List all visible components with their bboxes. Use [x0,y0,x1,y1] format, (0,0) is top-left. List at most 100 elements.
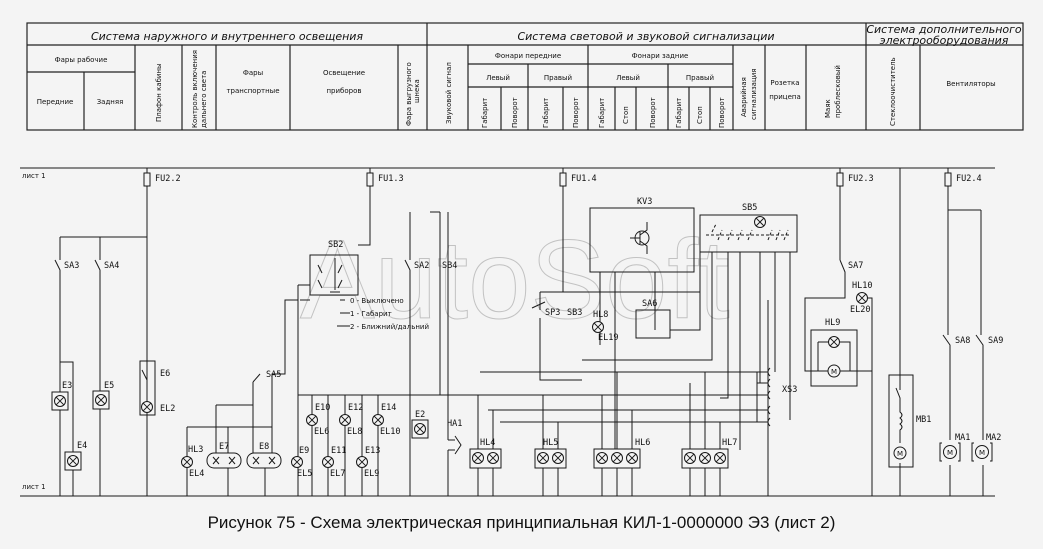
col-fl-turn: Поворот [511,97,519,128]
label-fu24: FU2.4 [956,174,982,184]
label-ma2: MA2 [986,433,1001,443]
label-fu22: FU2.2 [155,174,181,184]
label-fu14: FU1.4 [571,174,597,184]
col-auger-1: Фара выгрузного [405,62,413,126]
label-sa6: SA6 [642,299,657,309]
label-e2: E2 [415,410,425,420]
col-rear-lamps: Фонари задние [632,52,689,60]
label-hl5: HL5 [543,438,558,448]
switch-sa2-label: SA2 [414,261,429,271]
fuse-fu2-3: FU2.3 [836,168,874,260]
switch-sa4-label: SA4 [104,261,119,271]
label-hl10: HL10 [852,281,872,291]
label-e8: E8 [259,442,269,452]
switch-sa3-label: SA3 [64,261,79,271]
col-rear-left: Левый [616,74,640,82]
lamp-hl8-icon [592,321,604,333]
motor-mb1-icon [893,446,907,460]
switch-sa9-label: SA9 [988,336,1003,346]
auger-horn-circuit: SA2 SB4 E2 HA1 [404,211,462,496]
col-high-beam-ctrl-2: дальнего света [200,71,208,128]
label-e5: E5 [104,381,114,391]
col-front-lamps: Фонари передние [495,52,561,60]
motor-hl9-icon [827,364,841,378]
label-e9: E9 [299,446,309,456]
col-front-left: Левый [486,74,510,82]
col-cab-lamp: Плафон кабины [155,63,163,122]
col-beacon-1: Маяк [824,99,832,118]
label-sp3: SP3 [545,308,560,318]
col-rr-turn: Поворот [718,97,726,128]
label-fu13: FU1.3 [378,174,404,184]
label-e10: E10 [315,403,330,413]
label-hl3: HL3 [188,445,203,455]
col-front-right: Правый [544,74,572,82]
label-m: M [979,449,985,457]
lamp-e2-icon [414,423,426,435]
label-e3: E3 [62,381,72,391]
label-el19: EL19 [598,333,618,343]
lamp-el2-icon [141,401,153,413]
label-m: M [947,449,953,457]
label-xs3: XS3 [782,385,797,395]
col-transport-1: Фары [243,69,263,77]
col-instr-1: Освещение [323,69,365,77]
col-front: Передние [37,98,74,106]
col-wiper: Стеклоочиститель [889,57,897,126]
switch-sa8-label: SA8 [955,336,970,346]
label-e12: E12 [348,403,363,413]
sb2-position-2: 2 - Ближний/дальний [350,323,429,331]
section-title-lighting: Система наружного и внутреннего освещени… [91,30,363,43]
col-rear-right: Правый [686,74,714,82]
label-el4: EL4 [189,469,204,479]
label-ha1: HA1 [447,419,462,429]
col-hazard-2: сигнализация [750,68,758,120]
switch-sa5-label: SA5 [266,370,281,380]
col-fl-gabarit: Габарит [481,98,489,128]
work-lights-circuit: SA3 SA4 E3 E4 E5 E6 EL2 [51,236,175,496]
figure-caption: Рисунок 75 - Схема электрическая принцип… [207,513,836,532]
col-transport-2: транспортные [226,87,279,95]
label-el20: EL20 [850,305,870,315]
label-el5: EL5 [297,469,312,479]
col-rl-stop: Стоп [622,106,630,124]
col-trailer-2: прицепа [769,93,801,101]
col-beacon-2: проблесковый [834,65,842,118]
lamp-sb5-icon [754,216,766,228]
col-fans: Вентиляторы [946,80,995,88]
lamp-hl3-icon [181,456,193,468]
power-buses: лист 1 лист 1 [20,167,995,497]
sb2-position-0: 0 - Выключено [350,297,404,305]
switch-sb2: SB2 0 - Выключено 1 - Габарит 2 - Ближни… [297,212,429,496]
col-rl-turn: Поворот [649,97,657,128]
label-el2: EL2 [160,404,175,414]
col-rl-gabarit: Габарит [598,98,606,128]
label-el10: EL10 [380,427,400,437]
col-fr-turn: Поворот [572,97,580,128]
label-mb1: MB1 [916,415,931,425]
fan-motor-ma1-icon [943,445,957,459]
label-e11: E11 [331,446,346,456]
col-trailer-1: Розетка [770,79,799,87]
col-hazard-1: Аварийная [740,77,748,117]
section-title-extra-1: Система дополнительного [866,23,1022,36]
label-el6: EL6 [314,427,329,437]
label-hl7: HL7 [722,438,737,448]
col-rr-stop: Стоп [696,106,704,124]
section-title-signaling: Система световой и звуковой сигнализации [517,30,774,43]
label-hl9: HL9 [825,318,840,328]
fuse-fu1-4: FU1.4 [559,168,597,292]
label-hl4: HL4 [480,438,495,448]
col-high-beam-ctrl-1: Контроль включения [191,50,199,128]
lamp-hl10-icon [856,292,868,304]
label-e14: E14 [381,403,396,413]
transport-lights-circuit: SA5 HL3 EL4 E7 E8 [181,299,298,496]
fuse-fu2-4: FU2.4 [944,168,982,210]
label-el8: EL8 [347,427,362,437]
lamp-e3-icon [54,395,66,407]
header-table: Система наружного и внутреннего освещени… [26,22,1024,131]
label-m: M [897,450,903,458]
